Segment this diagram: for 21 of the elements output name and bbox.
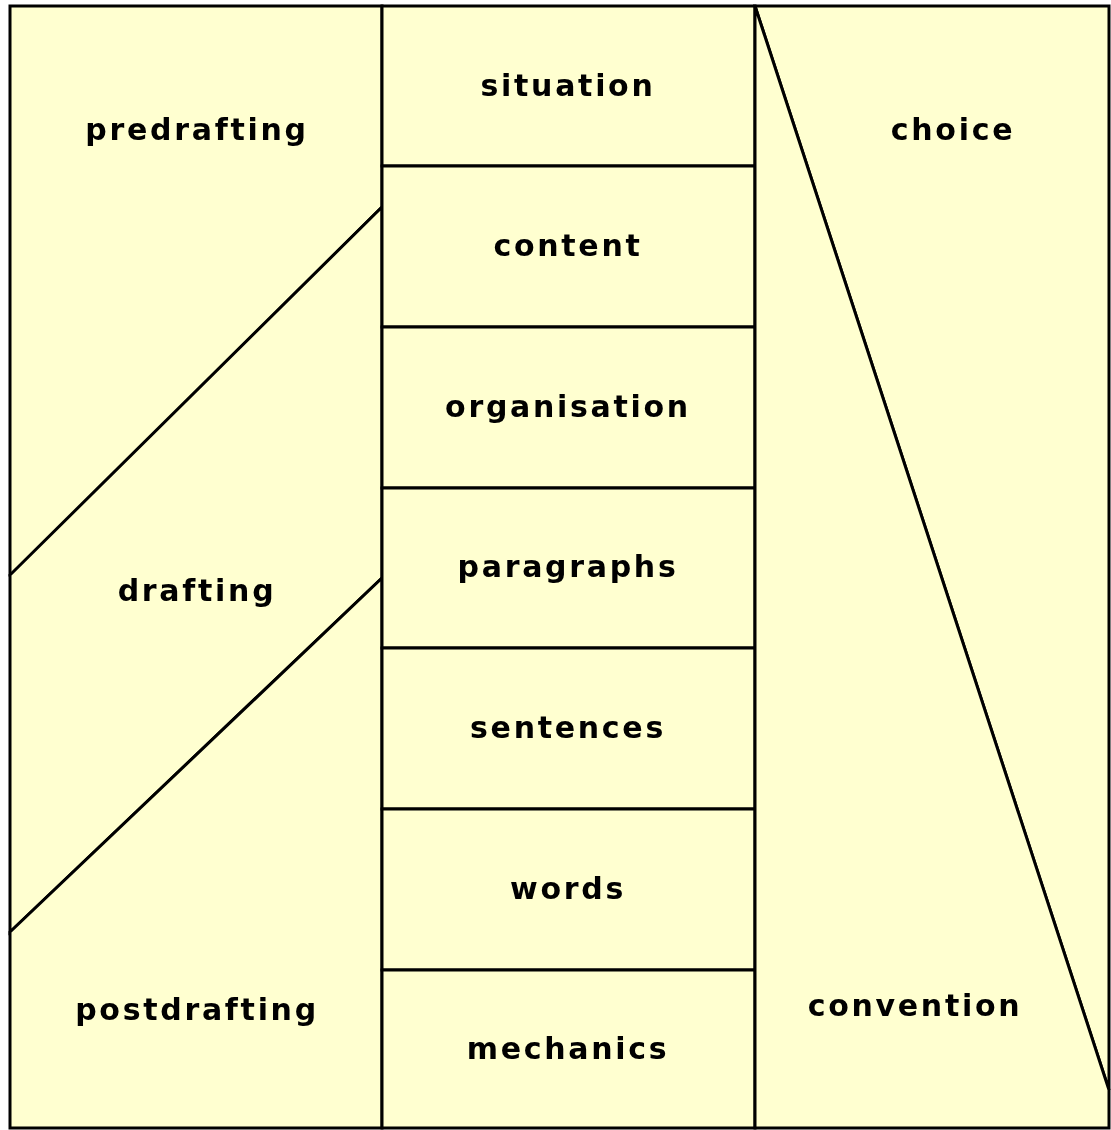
- stage-label: organisation: [445, 392, 691, 422]
- level-box: [382, 166, 755, 327]
- stage-label: sentences: [470, 713, 666, 743]
- stage-band: [10, 6, 382, 575]
- stage-label: paragraphs: [457, 552, 679, 582]
- level-box: [382, 488, 755, 648]
- stage-label: words: [510, 874, 626, 904]
- level-box: [382, 809, 755, 970]
- stage-label: predrafting: [85, 115, 309, 145]
- stage-label: content: [493, 231, 643, 261]
- stage-label: postdrafting: [75, 995, 319, 1025]
- stage-label: mechanics: [466, 1034, 670, 1064]
- level-box: [382, 970, 755, 1128]
- level-box: [382, 327, 755, 488]
- stage-label: situation: [480, 71, 656, 101]
- stage-label: convention: [807, 991, 1023, 1021]
- stage-label: choice: [890, 115, 1016, 145]
- stage-label: drafting: [117, 576, 277, 606]
- level-box: [382, 6, 755, 166]
- stage-band: [10, 578, 382, 1128]
- level-box: [382, 648, 755, 809]
